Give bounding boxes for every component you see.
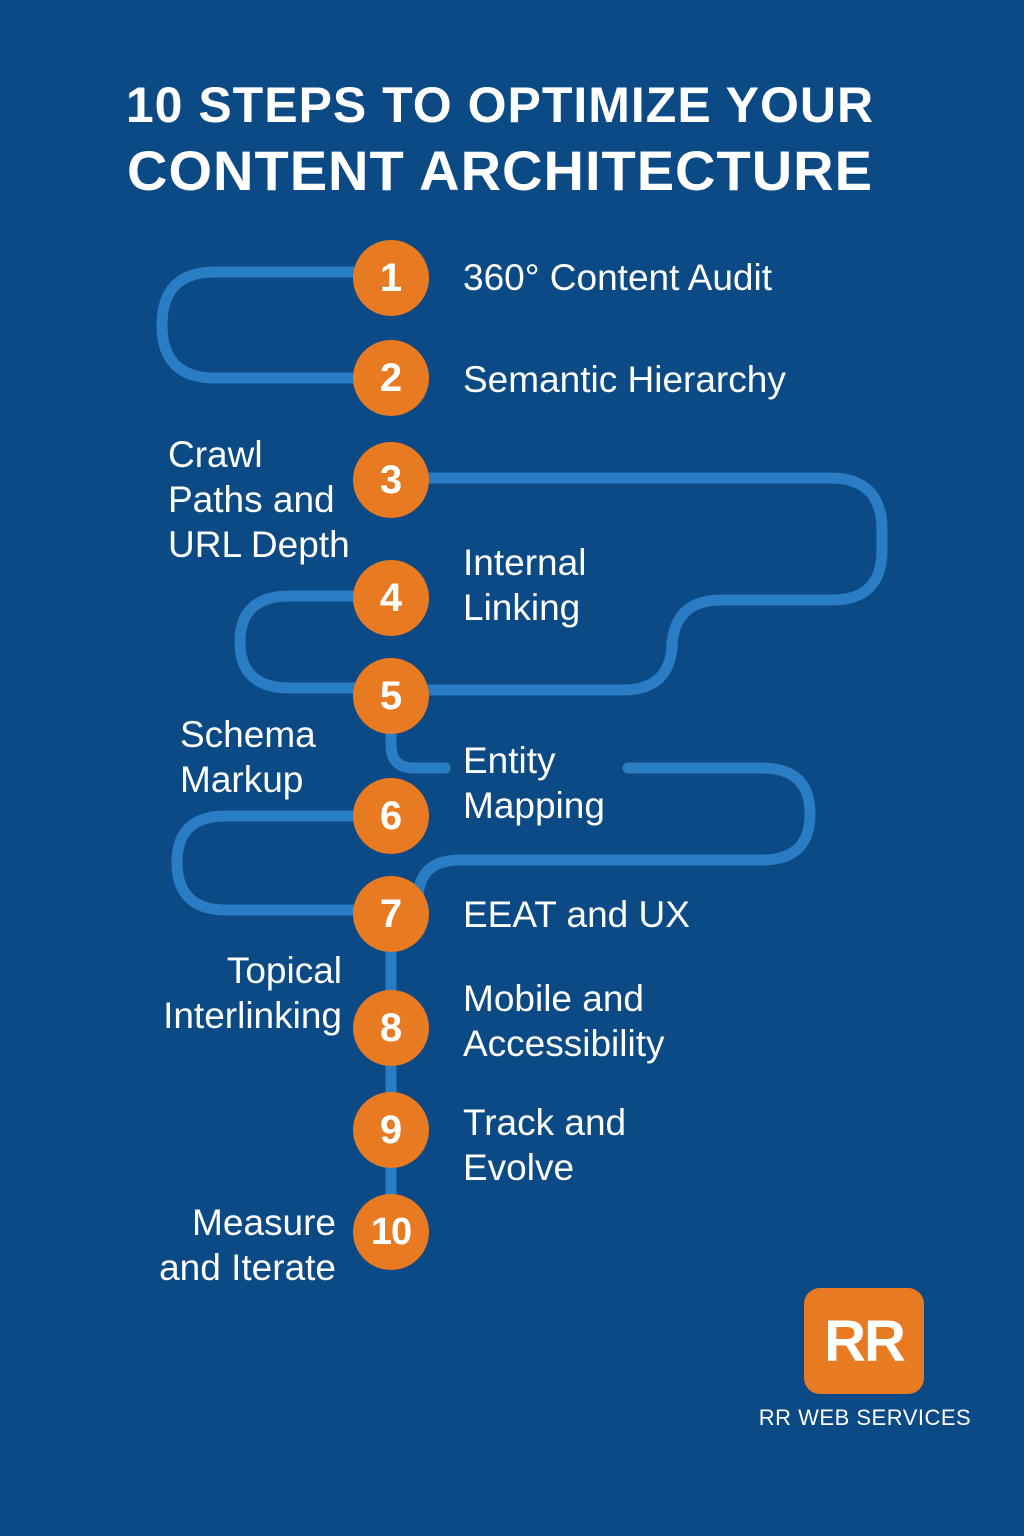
step-3-label-line: URL Depth (168, 524, 350, 565)
title-line-1: 10 STEPS TO OPTIMIZE YOUR (125, 77, 875, 133)
step-8-right-label: Mobile and Accessibility (463, 976, 665, 1066)
brand-name: RR WEB SERVICES (758, 1405, 972, 1430)
step-7-badge: 7 (353, 876, 429, 952)
step-6-label-line: Mapping (463, 785, 605, 826)
step-10-label: Measure and Iterate (100, 1200, 336, 1290)
step-9-badge: 9 (353, 1092, 429, 1168)
step-4-label-line: Linking (463, 587, 581, 628)
step-9-label-line: Track and (463, 1102, 627, 1143)
step-2-label: Semantic Hierarchy (463, 359, 786, 400)
step-8-right-label-line: Accessibility (463, 1023, 665, 1064)
step-2-badge: 2 (353, 340, 429, 416)
step-8-left-label: Topical Interlinking (100, 948, 342, 1038)
step-8-left-label-line: Topical (226, 950, 342, 991)
step-5-label-line: Schema (180, 714, 316, 755)
step-6-label: Entity Mapping (463, 738, 605, 828)
brand-logo: RR (804, 1288, 924, 1394)
step-8-right-label-line: Mobile and (463, 978, 645, 1019)
step-7-label: EEAT and UX (463, 894, 690, 935)
step-4-label-line: Internal (463, 542, 587, 583)
step-3-badge: 3 (353, 442, 429, 518)
step-4-label: Internal Linking (463, 540, 586, 630)
step-5-label-line: Markup (180, 759, 304, 800)
step-6-label-line: Entity (463, 740, 556, 781)
step-8-left-label-line: Interlinking (163, 995, 342, 1036)
step-1-badge: 1 (353, 240, 429, 316)
step-10-label-line: and Iterate (159, 1247, 336, 1288)
step-3-label-line: Crawl (168, 434, 263, 475)
step-5-badge: 5 (353, 658, 429, 734)
step-1-label: 360° Content Audit (463, 257, 772, 298)
step-3-label: Crawl Paths and URL Depth (168, 432, 350, 567)
step-9-label: Track and Evolve (463, 1100, 626, 1190)
step-9-label-line: Evolve (463, 1147, 575, 1188)
step-5-label: Schema Markup (180, 712, 316, 802)
step-10-label-line: Measure (192, 1202, 336, 1243)
page-title: 10 STEPS TO OPTIMIZE YOUR CONTENT ARCHIT… (0, 72, 1000, 204)
step-3-label-line: Paths and (168, 479, 335, 520)
title-line-2: CONTENT ARCHITECTURE (127, 139, 873, 202)
step-4-badge: 4 (353, 560, 429, 636)
step-6-badge: 6 (353, 778, 429, 854)
step-8-badge: 8 (353, 990, 429, 1066)
step-10-badge: 10 (353, 1194, 429, 1270)
